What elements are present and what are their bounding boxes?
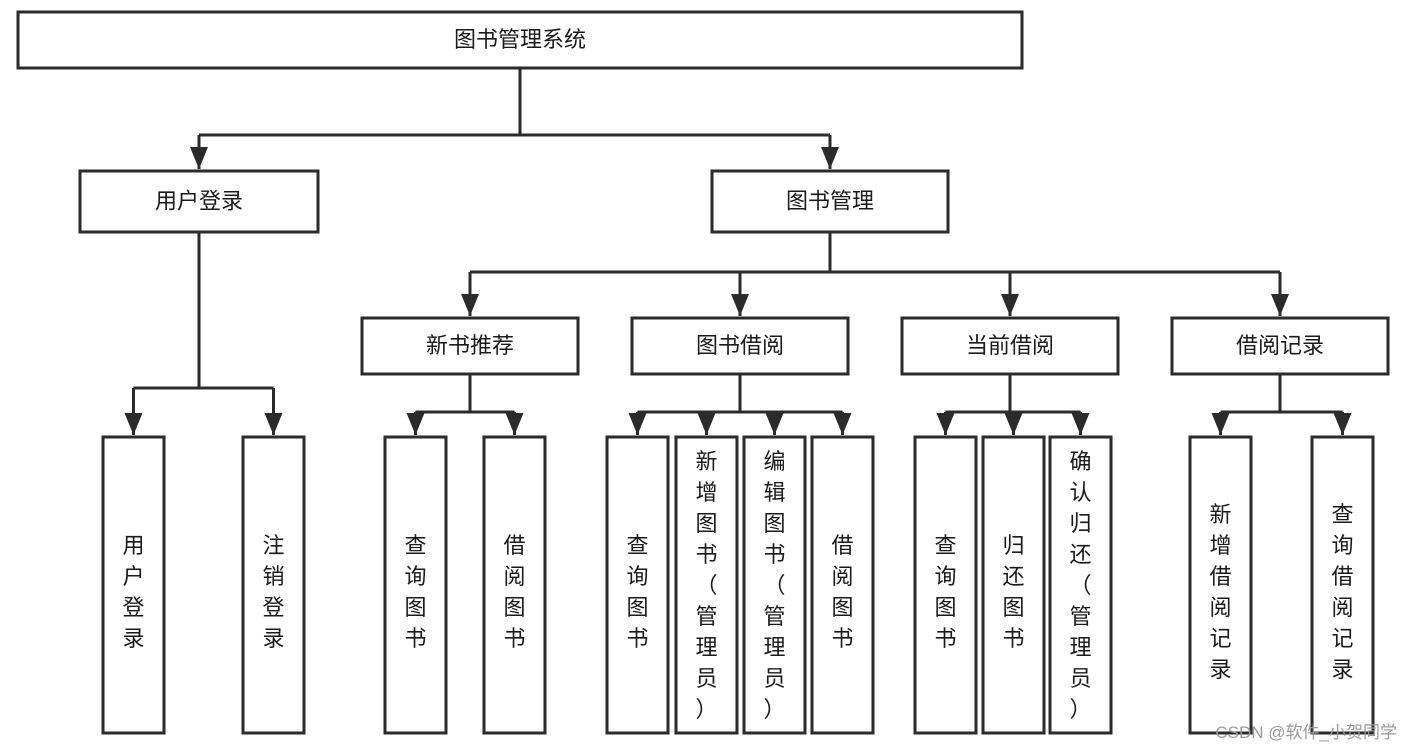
- arrow-head-icon: [406, 413, 425, 435]
- leaf-node-leaf-query-book-current[interactable]: 查询图书: [913, 435, 978, 735]
- node-box[interactable]: [16, 10, 1024, 70]
- arrow-head-icon: [1004, 413, 1023, 435]
- leaf-label: 确认归还（管理员）: [1069, 449, 1091, 722]
- node-label: 当前借阅: [966, 333, 1054, 358]
- leaf-box[interactable]: [383, 435, 448, 735]
- leaf-label: 查询图书: [626, 533, 648, 651]
- leaf-label: 注销登录: [262, 533, 284, 651]
- leaf-node-leaf-user-logout[interactable]: 注销登录: [241, 435, 306, 735]
- arrow-head-icon: [1211, 413, 1230, 435]
- watermark-label: CSDN @软件_小贺同学: [1215, 723, 1397, 742]
- leaf-node-leaf-confirm-return-admin[interactable]: 确认归还（管理员）: [1048, 435, 1113, 735]
- node-label: 借阅记录: [1236, 333, 1324, 358]
- leaf-label: 查询图书: [934, 533, 956, 651]
- leaf-label: 借阅图书: [503, 533, 525, 651]
- node-layer: 新书推荐图书借阅当前借阅借阅记录用户登录图书管理图书管理系统用户登录注销登录查询…: [16, 10, 1390, 735]
- connector-layer: [124, 68, 1352, 435]
- node-box[interactable]: [360, 316, 580, 376]
- leaf-label: 归还图书: [1002, 533, 1024, 651]
- leaf-label: 查询图书: [404, 533, 426, 651]
- leaf-node-leaf-edit-book-admin[interactable]: 编辑图书（管理员）: [742, 435, 807, 735]
- leaf-box[interactable]: [1310, 435, 1375, 735]
- node-box[interactable]: [900, 316, 1120, 376]
- arrow-head-icon: [1001, 294, 1019, 316]
- arrow-head-icon: [833, 413, 852, 435]
- leaf-label: 查询借阅记录: [1331, 502, 1353, 682]
- node-label: 图书借阅: [696, 333, 784, 358]
- level1-node-user-login[interactable]: 用户登录: [78, 169, 320, 234]
- arrow-head-icon: [505, 413, 524, 435]
- arrow-head-icon: [124, 413, 143, 435]
- arrow-head-icon: [1071, 413, 1090, 435]
- leaf-node-leaf-add-borrow-record[interactable]: 新增借阅记录: [1188, 435, 1253, 735]
- leaf-box[interactable]: [913, 435, 978, 735]
- root-node-root[interactable]: 图书管理系统: [16, 10, 1024, 70]
- leaf-label: 新增图书（管理员）: [695, 449, 717, 722]
- leaf-label: 新增借阅记录: [1209, 502, 1231, 682]
- leaf-node-leaf-return-book[interactable]: 归还图书: [981, 435, 1046, 735]
- arrow-head-icon: [628, 413, 647, 435]
- arrow-head-icon: [1333, 413, 1352, 435]
- arrow-head-icon: [765, 413, 784, 435]
- leaf-label: 用户登录: [122, 533, 144, 651]
- leaf-node-leaf-query-book-borrow[interactable]: 查询图书: [605, 435, 670, 735]
- leaf-box[interactable]: [482, 435, 547, 735]
- leaf-node-leaf-borrow-book-rec[interactable]: 借阅图书: [482, 435, 547, 735]
- leaf-box[interactable]: [1048, 435, 1113, 735]
- level1-node-book-manage[interactable]: 图书管理: [710, 169, 950, 234]
- node-label: 图书管理系统: [454, 27, 586, 52]
- leaf-label: 编辑图书（管理员）: [763, 449, 785, 722]
- arrow-head-icon: [697, 413, 716, 435]
- arrow-head-icon: [731, 294, 749, 316]
- leaf-node-leaf-query-book-rec[interactable]: 查询图书: [383, 435, 448, 735]
- arrow-head-icon: [264, 413, 283, 435]
- level2-node-current-borrow[interactable]: 当前借阅: [900, 316, 1120, 376]
- node-box[interactable]: [78, 169, 320, 234]
- node-box[interactable]: [1170, 316, 1390, 376]
- leaf-box[interactable]: [101, 435, 166, 735]
- leaf-node-leaf-query-borrow-record[interactable]: 查询借阅记录: [1310, 435, 1375, 735]
- leaf-node-leaf-add-book-admin[interactable]: 新增图书（管理员）: [674, 435, 739, 735]
- node-box[interactable]: [710, 169, 950, 234]
- node-label: 图书管理: [786, 188, 874, 213]
- leaf-box[interactable]: [810, 435, 875, 735]
- arrow-head-icon: [1271, 294, 1289, 316]
- node-box[interactable]: [630, 316, 850, 376]
- leaf-box[interactable]: [605, 435, 670, 735]
- leaf-box[interactable]: [1188, 435, 1253, 735]
- level2-node-borrow-record[interactable]: 借阅记录: [1170, 316, 1390, 376]
- node-label: 新书推荐: [426, 333, 514, 358]
- leaf-box[interactable]: [742, 435, 807, 735]
- arrow-head-icon: [821, 147, 839, 169]
- node-label: 用户登录: [155, 188, 243, 213]
- leaf-node-leaf-user-login[interactable]: 用户登录: [101, 435, 166, 735]
- arrow-head-icon: [190, 147, 208, 169]
- leaf-box[interactable]: [674, 435, 739, 735]
- leaf-node-leaf-borrow-book[interactable]: 借阅图书: [810, 435, 875, 735]
- leaf-box[interactable]: [241, 435, 306, 735]
- level2-node-new-book-rec[interactable]: 新书推荐: [360, 316, 580, 376]
- arrow-head-icon: [461, 294, 479, 316]
- arrow-head-icon: [936, 413, 955, 435]
- leaf-label: 借阅图书: [831, 533, 853, 651]
- leaf-box[interactable]: [981, 435, 1046, 735]
- level2-node-book-borrow[interactable]: 图书借阅: [630, 316, 850, 376]
